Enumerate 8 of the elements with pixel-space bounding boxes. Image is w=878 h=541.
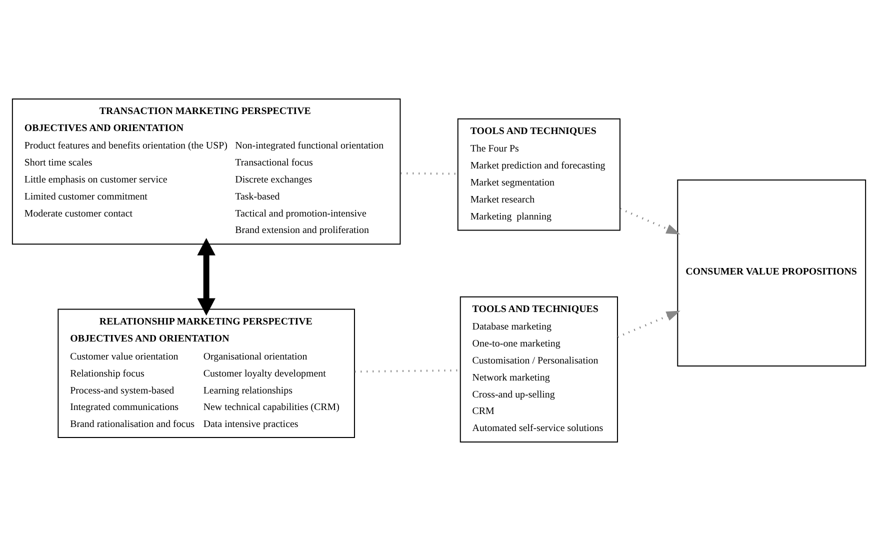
node-box: TRANSACTION MARKETING PERSPECTIVE OBJECTIVES AND ORIENTATION Product features and benefits orientation (the USP) Non-integrated functional orientation Short time scales Transactional focus Little emphasis on customer service Discrete exchanges Limited customer commitment Task-based Moderate customer contact Tactical and promotion-intensive Brand extension and proliferation [12,98,401,245]
node-box: TOOLS AND TECHNIQUES Database marketing One-to-one marketing Customisation / Personalisation Network marketing Cross-and up-selling CRM Automated self-service solutions [460,296,618,443]
node-box: TOOLS AND TECHNIQUES The Four Ps Market prediction and forecasting Market segmentation Market research Marketing planning [457,118,620,231]
arrow [617,310,680,338]
node-box: CONSUMER VALUE PROPOSITIONS [677,180,866,366]
node-box: RELATIONSHIP MARKETING PERSPECTIVE OBJECTIVES AND ORIENTATION Customer value orientation Organisational orientation Relationship focus Customer loyalty development Process-and system-based Learning relationships Integrated communications New technical capabilities (CRM) Brand rationalisation and focus Data intensive practices [58,308,355,438]
arrow [197,238,216,316]
arrow [620,208,680,234]
